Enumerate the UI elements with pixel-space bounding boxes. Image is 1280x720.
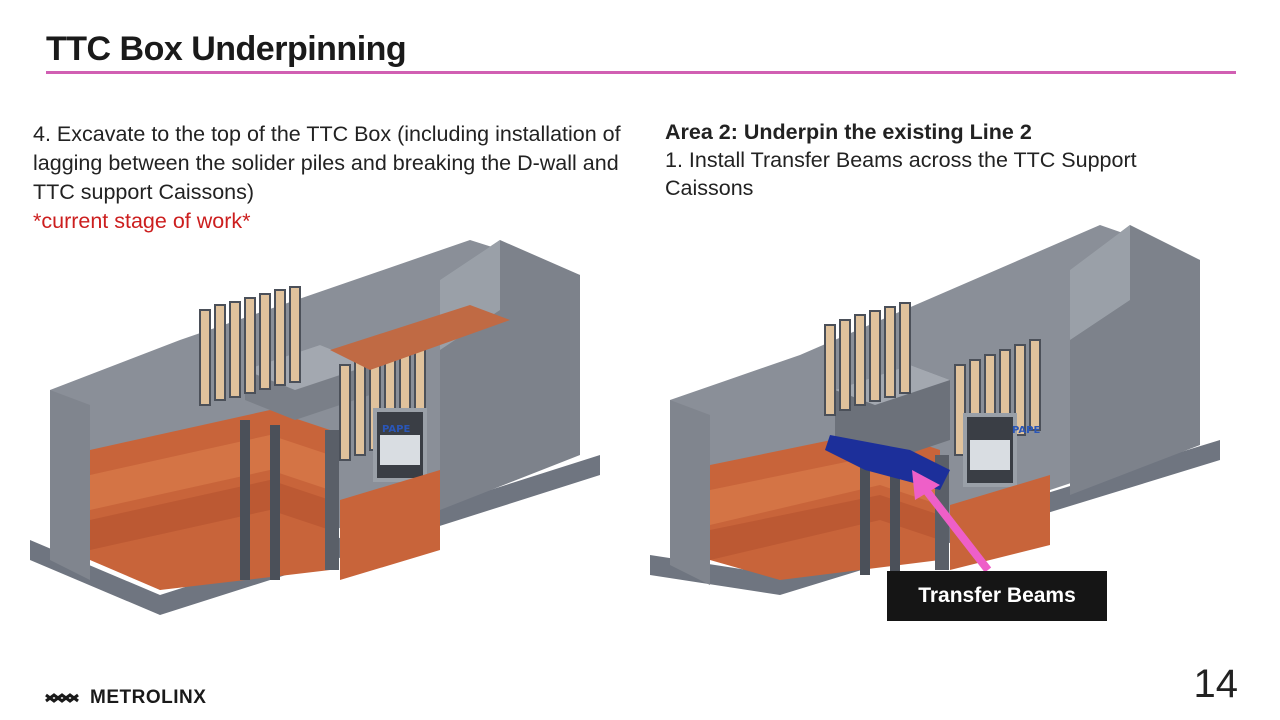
left-step-description: 4. Excavate to the top of the TTC Box (i… (33, 122, 621, 204)
area-heading: Area 2: Underpin the existing Line 2 (665, 120, 1032, 144)
left-step-text: 4. Excavate to the top of the TTC Box (i… (33, 120, 633, 236)
right-model-illustration: PAPE (650, 225, 1220, 595)
page-number: 14 (1193, 662, 1239, 706)
metrolinx-wave-icon (45, 693, 79, 703)
left-model-illustration: PAPE (30, 240, 600, 615)
transfer-beams-callout: Transfer Beams (887, 571, 1107, 621)
right-step-text: Area 2: Underpin the existing Line 2 1. … (665, 118, 1225, 202)
current-stage-note: *current stage of work* (33, 209, 251, 233)
right-step-description: 1. Install Transfer Beams across the TTC… (665, 148, 1137, 200)
metrolinx-logo-text: METROLINX (90, 687, 207, 708)
left-station-sign: PAPE (382, 424, 410, 435)
title-underline (46, 71, 1236, 74)
metrolinx-logo: METROLINX (44, 686, 206, 710)
right-station-sign: PAPE (1012, 425, 1040, 436)
slide-title: TTC Box Underpinning (46, 30, 407, 68)
